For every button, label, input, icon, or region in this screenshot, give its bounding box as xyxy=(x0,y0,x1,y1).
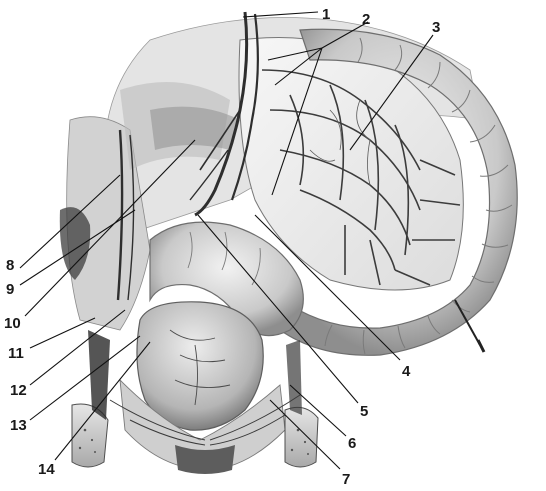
mesenteric-vessels xyxy=(116,11,259,301)
pelvic-floor xyxy=(109,378,301,474)
label-13: 13 xyxy=(10,417,27,434)
label-7: 7 xyxy=(342,471,350,488)
label-6: 6 xyxy=(348,435,356,452)
label-1: 1 xyxy=(322,6,330,23)
label-10: 10 xyxy=(4,315,21,332)
label-4: 4 xyxy=(402,363,411,380)
sigmoid-colon xyxy=(149,28,518,356)
label-14: 14 xyxy=(38,461,55,478)
label-2: 2 xyxy=(362,11,370,28)
urinary-bladder xyxy=(136,301,264,431)
label-5: 5 xyxy=(360,403,368,420)
label-11: 11 xyxy=(8,345,24,362)
leader-lines xyxy=(19,11,434,470)
label-3: 3 xyxy=(432,19,440,36)
label-8: 8 xyxy=(6,257,14,274)
labels: 1 2 3 4 5 6 7 8 9 10 11 12 13 14 xyxy=(4,6,440,488)
sigmoid-mesentery xyxy=(238,37,464,291)
label-9: 9 xyxy=(6,281,14,298)
pubic-bone-right xyxy=(284,406,319,468)
obturator-muscles xyxy=(59,207,302,420)
label-12: 12 xyxy=(10,382,27,399)
pubic-bone-left xyxy=(71,403,109,468)
